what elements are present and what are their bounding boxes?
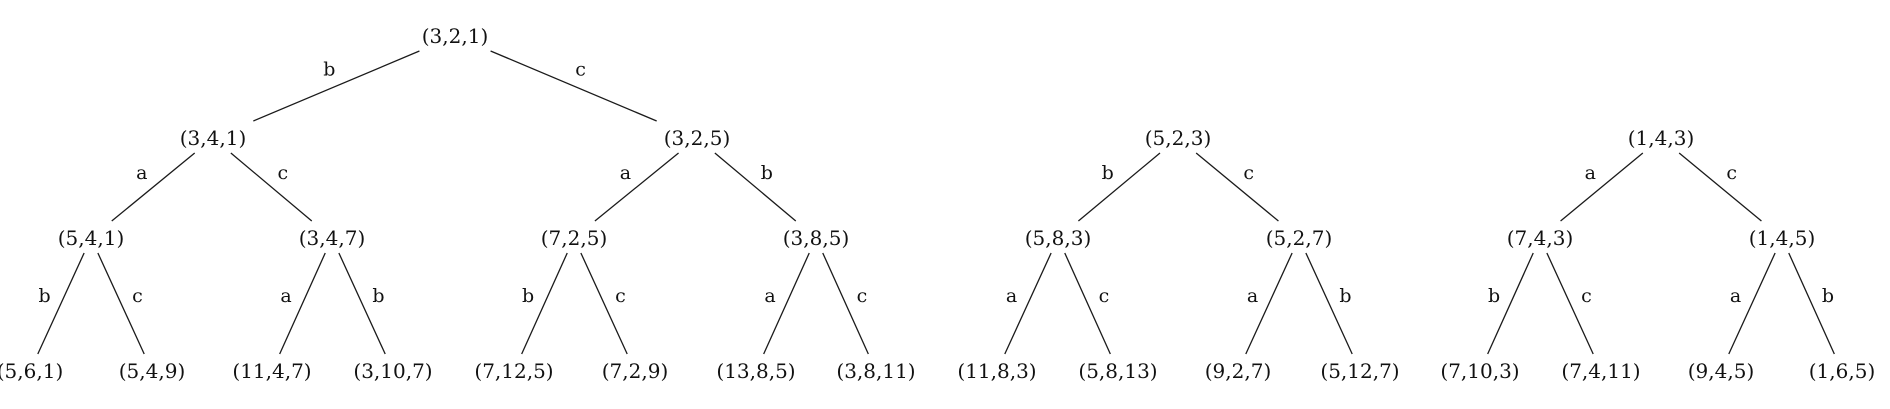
edge-line: [714, 152, 797, 222]
edge-label: b: [1822, 285, 1834, 307]
edge-line: [521, 252, 568, 355]
tree-node: (9,2,7): [1205, 359, 1272, 383]
edge-line: [253, 50, 420, 122]
edge-label: c: [1726, 162, 1737, 184]
edge-label: c: [1581, 285, 1592, 307]
tree-node: (7,4,3): [1507, 226, 1574, 250]
edge-label: c: [575, 58, 586, 80]
tree-node: (5,2,7): [1266, 226, 1333, 250]
edge-line: [230, 152, 313, 222]
tree-node: (5,8,13): [1078, 359, 1157, 383]
tree-node: (11,4,7): [232, 359, 311, 383]
edge-line: [1678, 152, 1762, 222]
edge-label: c: [1243, 162, 1254, 184]
edge-line: [1245, 252, 1293, 355]
edge-label: a: [1006, 285, 1017, 307]
tree-3: a c b c a b: [1487, 152, 1835, 355]
edge-line: [1728, 252, 1776, 355]
edge-label: c: [278, 162, 289, 184]
edge-label: a: [280, 285, 291, 307]
edge-line: [1064, 252, 1111, 355]
edge-line: [1546, 252, 1594, 355]
edge-line: [594, 152, 679, 222]
edge-line: [580, 252, 628, 355]
edge-line: [338, 252, 386, 355]
tree-2: b c a c a b: [1004, 152, 1353, 355]
edge-label: a: [1247, 285, 1258, 307]
tree-node: (5,4,9): [119, 359, 186, 383]
tree-node: (11,8,3): [957, 359, 1036, 383]
edge-label: a: [764, 285, 775, 307]
tree-node: (5,4,1): [58, 226, 125, 250]
edge-label: b: [1102, 162, 1114, 184]
tree-node: (3,10,7): [353, 359, 432, 383]
edge-label: b: [1339, 285, 1351, 307]
edge-label: b: [39, 285, 51, 307]
edge-label: a: [620, 162, 631, 184]
tree-node: (7,2,5): [541, 226, 608, 250]
tree-node: (5,12,7): [1320, 359, 1399, 383]
tree-root-node: (5,2,3): [1145, 126, 1212, 150]
edge-line: [279, 252, 326, 355]
edge-line: [763, 252, 810, 355]
edge-label: a: [1585, 162, 1596, 184]
edge-label: a: [1730, 285, 1741, 307]
tree-node: (5,8,3): [1025, 226, 1092, 250]
edge-line: [1004, 252, 1052, 355]
tree-node: (3,8,5): [783, 226, 850, 250]
nodes-layer: (3,2,1) (3,4,1) (3,2,5) (5,4,1) (3,4,7) (7,2,…: [0, 24, 1875, 383]
edge-label: b: [761, 162, 773, 184]
tree-node: (13,8,5): [716, 359, 795, 383]
tree-root-node: (3,2,1): [422, 24, 489, 48]
tree-node: (3,2,5): [664, 126, 731, 150]
tree-node: (5,6,1): [0, 359, 63, 383]
edge-label: b: [522, 285, 534, 307]
edge-line: [37, 252, 85, 355]
edge-line: [1788, 252, 1835, 355]
tree-node: (7,12,5): [474, 359, 553, 383]
edge-label: c: [132, 285, 143, 307]
edge-line: [1487, 252, 1534, 355]
tree-node: (7,10,3): [1440, 359, 1519, 383]
edge-line: [1195, 152, 1279, 222]
edges-layer: b c a c a b b c a b b c a c b c a c a b a c b c a b: [37, 50, 1835, 355]
tree-node: (3,4,7): [299, 226, 366, 250]
tree-1: b c a c a b b c a b b c a c: [37, 50, 869, 355]
tree-node: (3,8,11): [836, 359, 915, 383]
edge-line: [1077, 152, 1161, 222]
edge-label: b: [372, 285, 384, 307]
tree-node: (7,2,9): [602, 359, 669, 383]
edge-line: [822, 252, 869, 355]
edge-label: a: [136, 162, 147, 184]
tree-node: (1,6,5): [1809, 359, 1876, 383]
edge-label: c: [1099, 285, 1110, 307]
tree-node: (9,4,5): [1688, 359, 1755, 383]
edge-label: c: [857, 285, 868, 307]
edge-line: [1560, 152, 1644, 222]
tree-node: (3,4,1): [180, 126, 247, 150]
tree-node: (1,4,5): [1749, 226, 1816, 250]
tree-node: (7,4,11): [1561, 359, 1640, 383]
edge-label: b: [1488, 285, 1500, 307]
tree-root-node: (1,4,3): [1628, 126, 1695, 150]
edge-line: [97, 252, 145, 355]
edge-label: c: [615, 285, 626, 307]
edge-line: [1305, 252, 1353, 355]
edge-line: [111, 152, 196, 222]
edge-line: [490, 50, 657, 122]
edge-label: b: [323, 58, 335, 80]
